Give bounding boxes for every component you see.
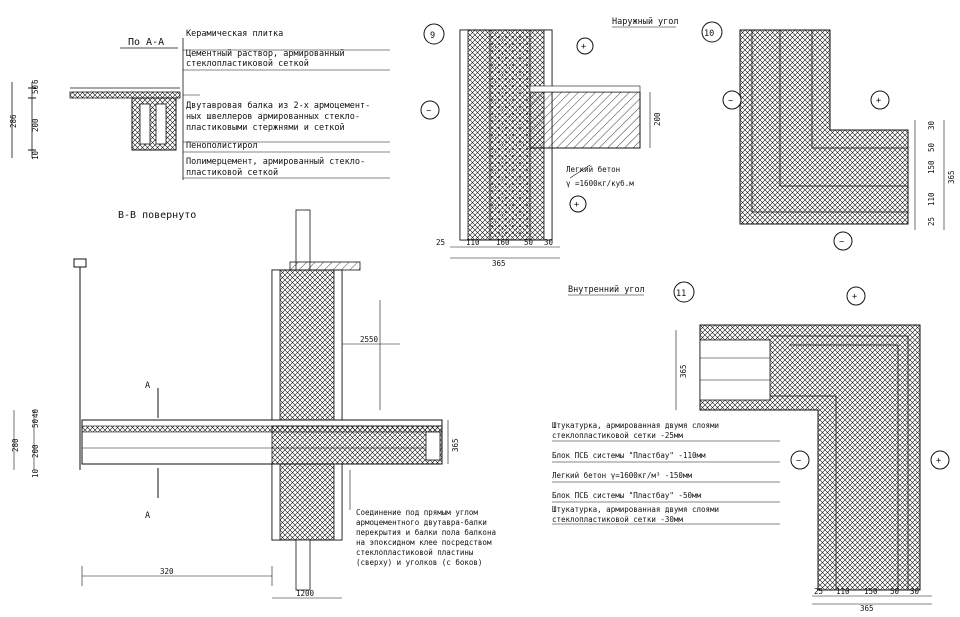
d11-legend-4: Блок ПСБ системы "Пластбау" -50мм <box>552 491 701 500</box>
dim-d9-50: 50 <box>524 238 534 247</box>
dim-d10-150: 150 <box>927 160 936 174</box>
bb-note-4: на эпоксидном клее посредством <box>356 538 492 547</box>
dim-bb-320: 365 <box>451 438 460 452</box>
detail-11-title: Внутренний угол <box>568 285 645 295</box>
dim-d9-total: 365 <box>492 259 506 268</box>
d11-legend-1a: Штукатурка, армированная двумя слоями <box>552 421 719 430</box>
bb-note-3: перекрытия и балки пола балкона <box>356 528 496 537</box>
dim-bb-1200: 320 <box>160 567 174 576</box>
detail-9-plus-bottom: + <box>574 200 579 210</box>
detail-9-minus: − <box>426 106 431 116</box>
d11-legend-3: Легкий бетон γ=1600кг/м³ -150мм <box>552 471 692 480</box>
aa-layer-5b: пластиковой сеткой <box>186 168 278 178</box>
dim-d11-total: 365 <box>860 604 874 613</box>
dim-d9-25: 25 <box>436 238 445 247</box>
cut-mark-a-bottom: А <box>145 511 150 521</box>
dim-bb-200: 200 <box>31 444 40 458</box>
dim-d10-25: 25 <box>927 217 936 226</box>
detail-11-plus-top: + <box>852 292 857 302</box>
dim-d11-30: 30 <box>910 587 920 596</box>
dim-aa-200: 200 <box>31 118 40 132</box>
dim-d11-150: 150 <box>864 587 878 596</box>
dim-d10-110: 110 <box>927 192 936 206</box>
dim-d9-200: 200 <box>653 112 662 126</box>
bb-note-5: стеклопластиковой пластины <box>356 548 474 557</box>
dim-bb-365: 1200 <box>296 589 315 598</box>
dim-aa-50: 50 <box>31 84 40 94</box>
bb-note-2: армоцементного двутавра-балки <box>356 518 487 527</box>
aa-layer-3c: пластиковыми стержнями и сеткой <box>186 123 345 133</box>
dim-d11-110: 110 <box>836 587 850 596</box>
dim-bb-10: 10 <box>31 468 40 478</box>
dim-aa-6: 6 <box>31 79 40 84</box>
aa-layer-3a: Двутавровая балка из 2-х армоцемент- <box>186 100 370 111</box>
dim-aa-286: 286 <box>9 114 18 128</box>
detail-10-number: 10 <box>704 29 714 39</box>
d11-legend: Штукатурка, армированная двумя слоями ст… <box>552 421 780 525</box>
section-aa-title: По А-А <box>128 37 164 48</box>
dim-d10-30: 30 <box>927 120 936 130</box>
detail-11: Внутренний угол 11 365 + − + Штукатурка,… <box>552 281 950 613</box>
aa-layer-2b: стеклопластиковой сеткой <box>186 59 309 69</box>
section-bb-title: В-В повернуто <box>118 210 196 221</box>
aa-layer-1: Керамическая плитка <box>186 29 283 39</box>
detail-11-minus: − <box>796 456 801 466</box>
aa-layer-4: Пенополистирол <box>186 141 258 151</box>
cut-mark-a-top: А <box>145 381 150 391</box>
detail-10-minus-bottom: − <box>839 237 844 247</box>
d11-legend-2: Блок ПСБ системы "Пластбау" -110мм <box>552 451 706 460</box>
dim-aa-10: 10 <box>31 150 40 160</box>
dim-d10-50: 50 <box>927 142 936 152</box>
d11-legend-5b: стеклопластиковой сетки -30мм <box>552 515 683 524</box>
detail-11-number: 11 <box>676 289 686 299</box>
dim-bb-2550: 2550 <box>360 335 379 344</box>
section-bb: В-В повернуто А А 2550 365 280 200 50 <box>11 209 496 599</box>
d9-label-density: γ =1600кг/куб.м <box>566 179 634 188</box>
detail-9-number: 9 <box>430 31 435 41</box>
aa-layer-3b: ных швеллеров армированных стекло- <box>186 112 360 122</box>
aa-layer-5a: Полимерцемент, армированный стекло- <box>186 157 365 167</box>
dim-d11-25: 25 <box>814 587 823 596</box>
d11-legend-1b: стеклопластиковой сетки -25мм <box>552 431 683 440</box>
dim-d11-50: 50 <box>890 587 900 596</box>
d11-legend-5a: Штукатурка, армированная двумя слоями <box>552 505 719 514</box>
section-aa: По А-А 50 6 200 286 10 Керамическая плит… <box>9 29 390 180</box>
detail-9-plus-top: + <box>581 42 586 52</box>
aa-layer-2a: Цементный раствор, армированный <box>186 49 345 59</box>
dim-bb-40: 40 <box>31 408 40 418</box>
dim-bb-280: 280 <box>11 438 20 452</box>
dim-bb-50: 50 <box>31 418 40 428</box>
detail-11-plus-right: + <box>936 456 941 466</box>
bb-note-6: (сверху) и уголков (с боков) <box>356 558 482 567</box>
detail-10: Наружный угол 10 − + − 30 50 150 110 25 … <box>612 17 956 251</box>
d9-label-concrete: Легкий бетон <box>566 165 620 174</box>
dim-d11-left: 365 <box>679 364 688 378</box>
dim-d10-total: 365 <box>947 170 956 184</box>
detail-10-title: Наружный угол <box>612 17 679 27</box>
detail-10-minus: − <box>728 96 733 106</box>
bb-note-1: Соединение под прямым углом <box>356 508 478 517</box>
detail-9: 9 200 − + + Легкий бетон γ =1600кг/куб.м… <box>420 23 662 268</box>
dim-d9-160: 160 <box>496 238 510 247</box>
dim-d9-110: 110 <box>466 238 480 247</box>
detail-10-plus: + <box>876 96 881 106</box>
dim-d9-30: 30 <box>544 238 554 247</box>
